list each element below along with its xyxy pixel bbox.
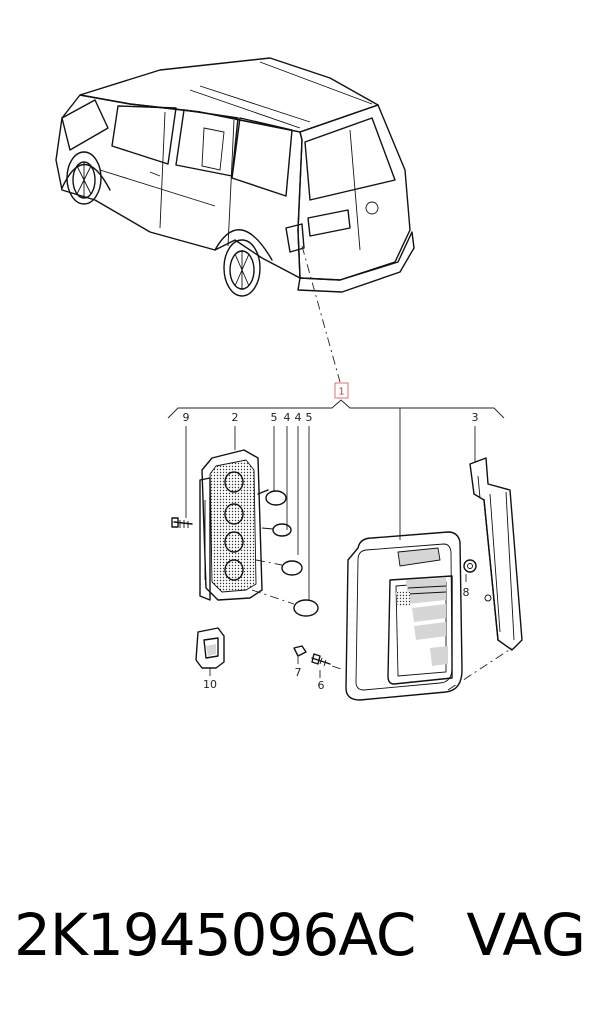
callout-3: 3 (472, 411, 479, 424)
callout-9: 9 (183, 411, 190, 424)
callout-7: 7 (295, 666, 302, 679)
reference-label-text: 1 (338, 387, 344, 398)
callout-5b: 5 (306, 411, 313, 424)
bulb-holder (199, 449, 263, 601)
callout-5a: 5 (271, 411, 278, 424)
brand-label: VAG (466, 901, 586, 969)
callout-10: 10 (203, 678, 217, 691)
tail-light-housing (345, 531, 463, 701)
bulb-4-upper (261, 523, 292, 537)
footer: 2K1945096AC VAG (0, 895, 600, 995)
group-bracket (167, 399, 505, 419)
callout-4a: 4 (284, 411, 291, 424)
van-illustration (55, 57, 415, 297)
clip-7 (293, 645, 307, 664)
reference-label: 1 (334, 382, 349, 399)
tail-light-bracket (447, 457, 523, 691)
part-number: 2K1945096AC (14, 901, 416, 969)
parts-diagram: 1 9 2 5 4 4 5 3 (55, 57, 523, 701)
callout-8: 8 (463, 586, 470, 599)
callout-4b: 4 (295, 411, 302, 424)
callout-2: 2 (232, 411, 239, 424)
fixing-nut-8 (463, 559, 477, 582)
bulb-4-lower (255, 559, 303, 576)
bulb-5-upper (257, 489, 287, 506)
callout-6: 6 (318, 679, 325, 692)
van-leader-line (301, 245, 341, 383)
screw-9 (171, 517, 193, 528)
connector-plug-10 (195, 627, 225, 676)
bulb-5-lower (251, 589, 319, 617)
screw-6 (311, 653, 345, 678)
